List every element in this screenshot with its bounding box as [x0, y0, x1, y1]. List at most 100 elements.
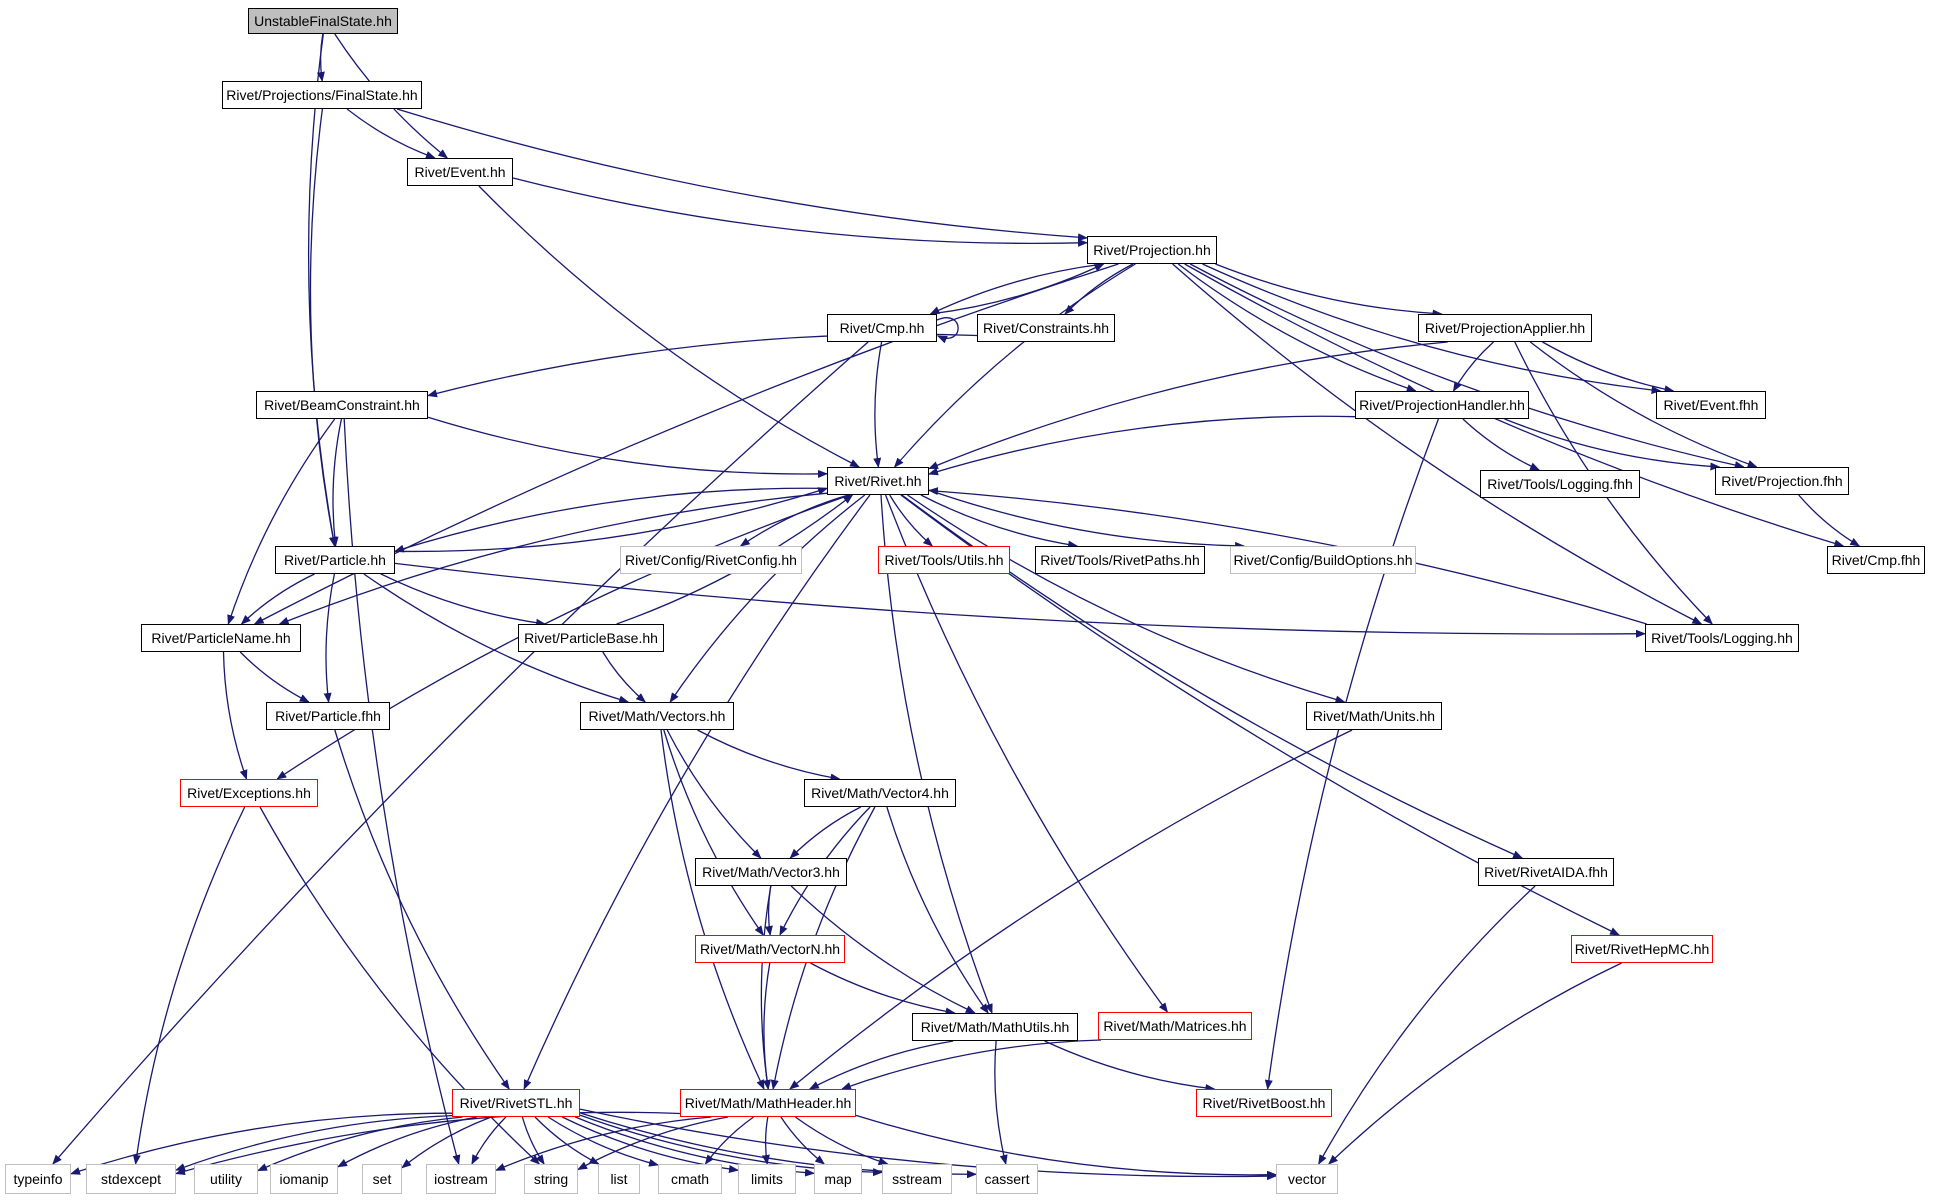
- edge-particle-to-vectors: [363, 573, 630, 704]
- node-map[interactable]: map: [814, 1164, 862, 1194]
- node-label: Rivet/Exceptions.hh: [187, 785, 311, 801]
- node-rivetboost[interactable]: Rivet/RivetBoost.hh: [1196, 1089, 1332, 1117]
- edge-rivet-to-particlename: [278, 492, 828, 625]
- edge-projhandler-to-rivetboost: [1264, 418, 1440, 1090]
- node-label: cassert: [984, 1171, 1030, 1187]
- edge-rivetstl-to-stdexcept: [175, 1114, 453, 1171]
- edge-units-to-mathheader: [789, 729, 1353, 1090]
- node-label: Rivet/Config/BuildOptions.hh: [1233, 552, 1413, 568]
- node-particle[interactable]: Rivet/Particle.hh: [275, 546, 395, 574]
- edge-rivet-to-units: [907, 494, 1346, 704]
- edge-cmp-to-typeinfo: [52, 341, 869, 1165]
- edge-particle-to-particlefhh: [323, 573, 336, 703]
- node-label: Rivet/Tools/Utils.hh: [884, 552, 1004, 568]
- node-label: list: [610, 1171, 628, 1187]
- node-rivethepmc[interactable]: Rivet/RivetHepMC.hh: [1571, 935, 1713, 963]
- edge-vectorn-to-mathheader: [762, 962, 771, 1090]
- edge-projection-to-rivet: [893, 263, 1136, 468]
- edge-vectorn-to-mathutils: [810, 962, 956, 1016]
- node-cassert[interactable]: cassert: [976, 1164, 1038, 1194]
- node-label: iomanip: [279, 1171, 329, 1187]
- node-utility[interactable]: utility: [194, 1164, 258, 1194]
- node-loggingfhh[interactable]: Rivet/Tools/Logging.fhh: [1480, 470, 1640, 498]
- edge-rivetstl-to-iostream: [471, 1116, 507, 1165]
- node-label: Rivet/Cmp.hh: [839, 320, 925, 336]
- node-cmp[interactable]: Rivet/Cmp.hh: [827, 314, 937, 342]
- node-label: typeinfo: [13, 1171, 63, 1187]
- node-mathheader[interactable]: Rivet/Math/MathHeader.hh: [680, 1089, 856, 1117]
- node-label: cmath: [670, 1171, 710, 1187]
- node-label: Rivet/BeamConstraint.hh: [264, 397, 420, 413]
- node-rivetaida[interactable]: Rivet/RivetAIDA.fhh: [1478, 858, 1614, 886]
- node-label: Rivet/Math/Vector3.hh: [702, 864, 840, 880]
- node-vector3[interactable]: Rivet/Math/Vector3.hh: [695, 858, 847, 886]
- node-label: stdexcept: [101, 1171, 161, 1187]
- edge-beamconstraint-to-particlename: [227, 418, 336, 625]
- node-set[interactable]: set: [362, 1164, 402, 1194]
- node-string[interactable]: string: [524, 1164, 578, 1194]
- edge-mathheader-to-sstream: [795, 1116, 889, 1166]
- node-logging[interactable]: Rivet/Tools/Logging.hh: [1645, 624, 1799, 652]
- node-projfhh[interactable]: Rivet/Projection.fhh: [1715, 467, 1849, 495]
- node-vector4[interactable]: Rivet/Math/Vector4.hh: [804, 779, 956, 807]
- edge-rivet-to-exceptions: [276, 494, 851, 780]
- node-iostream[interactable]: iostream: [426, 1164, 496, 1194]
- node-cmath[interactable]: cmath: [658, 1164, 722, 1194]
- edge-projection-to-projapplier: [1215, 263, 1443, 318]
- node-exceptions[interactable]: Rivet/Exceptions.hh: [180, 779, 318, 807]
- edge-mathutils-to-cassert: [994, 1040, 1008, 1165]
- edge-fs-to-particle: [309, 108, 337, 547]
- edge-projhandler-to-rivet: [928, 415, 1356, 476]
- node-rivet[interactable]: Rivet/Rivet.hh: [827, 467, 929, 495]
- node-rivetstl[interactable]: Rivet/RivetSTL.hh: [452, 1089, 580, 1117]
- node-particlebase[interactable]: Rivet/ParticleBase.hh: [518, 624, 664, 652]
- node-stdexcept[interactable]: stdexcept: [86, 1164, 176, 1194]
- edge-mathheader-to-stdexcept: [175, 1111, 681, 1176]
- node-particlename[interactable]: Rivet/ParticleName.hh: [141, 624, 301, 652]
- node-vector[interactable]: vector: [1276, 1164, 1338, 1194]
- node-label: UnstableFinalState.hh: [254, 13, 392, 29]
- node-vectorn[interactable]: Rivet/Math/VectorN.hh: [695, 935, 845, 963]
- node-label: Rivet/Math/Units.hh: [1312, 708, 1436, 724]
- node-ufs: UnstableFinalState.hh: [248, 8, 398, 34]
- node-typeinfo[interactable]: typeinfo: [5, 1164, 71, 1194]
- edge-mathheader-to-map: [780, 1116, 825, 1165]
- node-cmpfhh[interactable]: Rivet/Cmp.fhh: [1827, 546, 1925, 574]
- edge-particle-to-particlename: [240, 573, 315, 625]
- node-label: Rivet/Tools/Logging.hh: [1651, 630, 1793, 646]
- edge-rivetstl-to-cmath: [547, 1116, 659, 1167]
- node-beamconstraint[interactable]: Rivet/BeamConstraint.hh: [256, 391, 428, 419]
- node-vectors[interactable]: Rivet/Math/Vectors.hh: [580, 702, 734, 730]
- edge-mathheader-to-iostream: [495, 1116, 712, 1171]
- edge-cmp-to-projection: [930, 263, 1105, 315]
- node-matrices[interactable]: Rivet/Math/Matrices.hh: [1098, 1012, 1252, 1040]
- node-label: Rivet/Tools/RivetPaths.hh: [1040, 552, 1200, 568]
- node-label: Rivet/ParticleBase.hh: [524, 630, 658, 646]
- node-projhandler[interactable]: Rivet/ProjectionHandler.hh: [1355, 391, 1529, 419]
- node-limits[interactable]: limits: [738, 1164, 796, 1194]
- node-sstream[interactable]: sstream: [882, 1164, 952, 1194]
- node-projection[interactable]: Rivet/Projection.hh: [1087, 236, 1217, 264]
- node-fs[interactable]: Rivet/Projections/FinalState.hh: [222, 81, 422, 109]
- node-label: Rivet/Projection.fhh: [1721, 473, 1843, 489]
- node-event[interactable]: Rivet/Event.hh: [407, 158, 513, 186]
- node-label: Rivet/Config/RivetConfig.hh: [625, 552, 797, 568]
- node-rivetpaths[interactable]: Rivet/Tools/RivetPaths.hh: [1035, 546, 1205, 574]
- node-label: string: [533, 1171, 569, 1187]
- node-constraints[interactable]: Rivet/Constraints.hh: [977, 314, 1115, 342]
- node-particlefhh[interactable]: Rivet/Particle.fhh: [266, 702, 390, 730]
- node-label: Rivet/Particle.hh: [284, 552, 386, 568]
- node-label: Rivet/Constraints.hh: [982, 320, 1110, 336]
- edge-event-to-rivet: [478, 185, 860, 468]
- node-eventfhh[interactable]: Rivet/Event.fhh: [1656, 391, 1766, 419]
- node-label: Rivet/RivetHepMC.hh: [1574, 941, 1710, 957]
- node-rivetconfig[interactable]: Rivet/Config/RivetConfig.hh: [620, 546, 802, 574]
- node-iomanip[interactable]: iomanip: [270, 1164, 338, 1194]
- node-projapplier[interactable]: Rivet/ProjectionApplier.hh: [1418, 314, 1592, 342]
- node-utils[interactable]: Rivet/Tools/Utils.hh: [878, 546, 1010, 574]
- node-buildoptions[interactable]: Rivet/Config/BuildOptions.hh: [1230, 546, 1416, 574]
- node-mathutils[interactable]: Rivet/Math/MathUtils.hh: [912, 1013, 1078, 1041]
- node-list[interactable]: list: [598, 1164, 640, 1194]
- node-units[interactable]: Rivet/Math/Units.hh: [1306, 702, 1442, 730]
